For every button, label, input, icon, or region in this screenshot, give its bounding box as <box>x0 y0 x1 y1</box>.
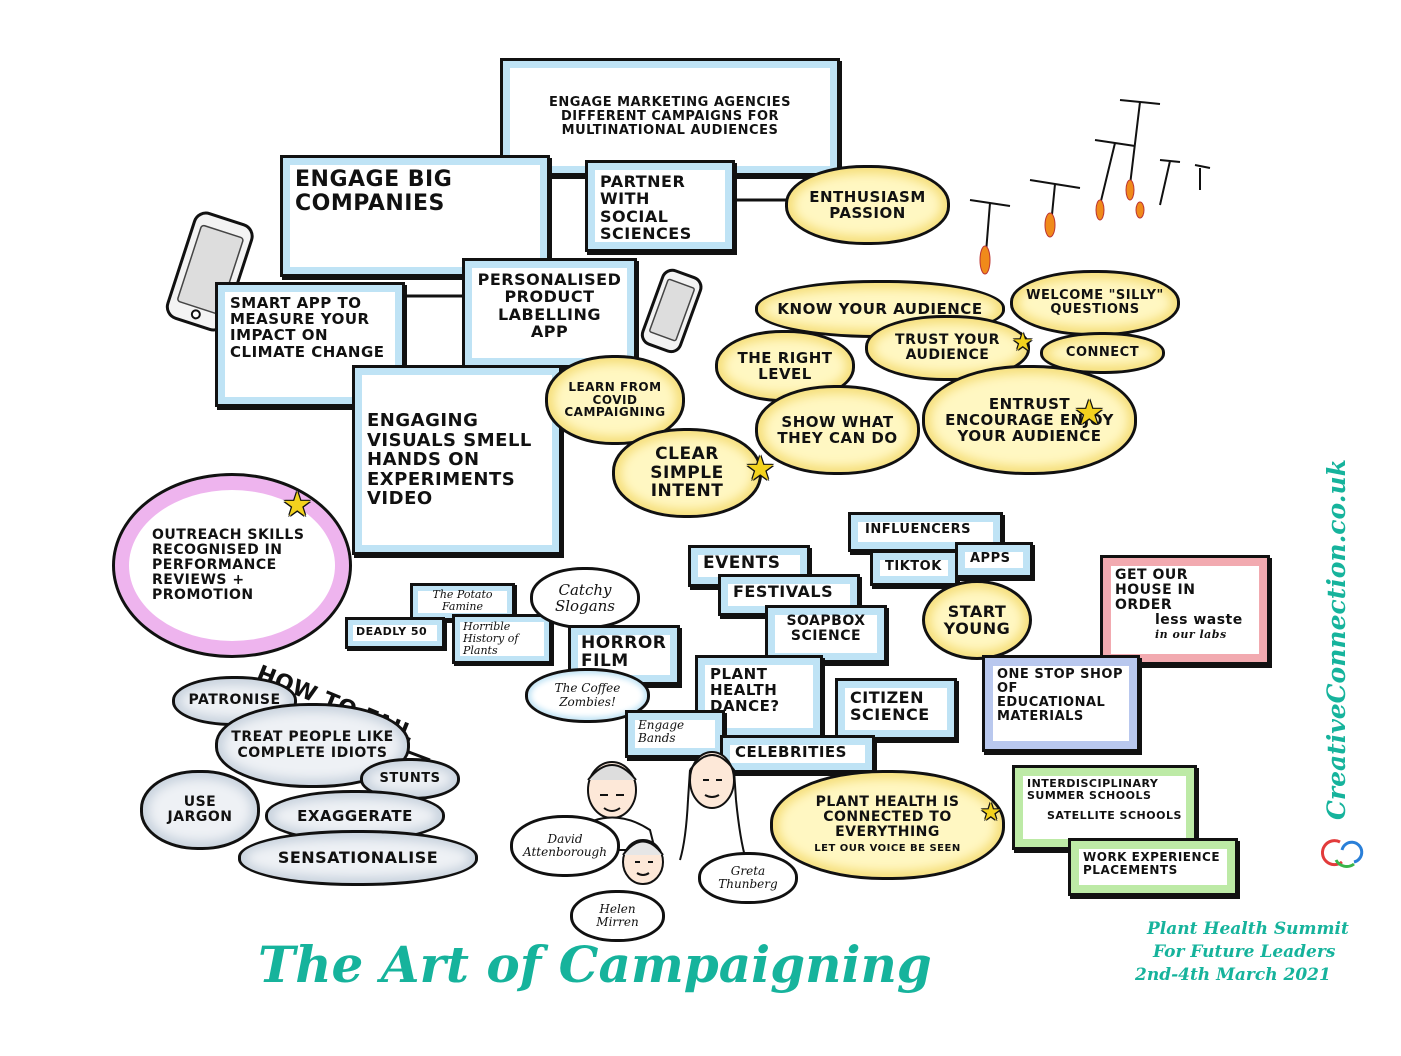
horrible-history-text: Horrible History of Plants <box>463 620 519 658</box>
trust-audience-text: Trust your audience <box>895 331 1000 363</box>
engage-bands-box: Engage Bands <box>625 710 725 758</box>
one-stop-shop-box: One stop shop of educational materials <box>982 655 1140 752</box>
patronise-text: Patronise <box>188 692 281 709</box>
house-order-text: Get our house in order <box>1115 567 1196 614</box>
sensationalise-cloud: Sensationalise <box>238 830 478 886</box>
star-icon: ★ <box>282 485 313 525</box>
clear-intent-text: Clear Simple Intent <box>650 444 724 502</box>
satellite-schools-text: Satellite Schools <box>1047 808 1182 822</box>
everything-main-text: Plant health is connected to everything <box>815 793 960 841</box>
event-line-2: For Future Leaders <box>1153 941 1336 962</box>
david-label: David Attenborough <box>523 831 607 859</box>
show-what-cloud: Show what they can do <box>755 385 920 475</box>
labelling-app-text: Personalised Product Labelling App <box>477 270 622 341</box>
covid-text: Learn from Covid campaigning <box>564 379 666 420</box>
star-icon: ★ <box>1074 393 1105 433</box>
tiktok-box: TikTok <box>870 550 958 586</box>
engage-bands-text: Engage Bands <box>638 718 685 746</box>
work-experience-text: Work experience placements <box>1083 850 1221 877</box>
page-title: The Art of Campaigning <box>258 935 932 994</box>
social-sciences-text: Partner with Social Sciences <box>600 172 692 243</box>
big-companies-text: Engage Big Companies <box>295 167 453 216</box>
celebrities-box: Celebrities <box>720 735 875 773</box>
jargon-cloud: Use Jargon <box>140 770 260 850</box>
everything-sub-text: Let our voice be seen <box>814 843 961 855</box>
celebrities-text: Celebrities <box>735 743 847 761</box>
start-young-cloud: Start Young <box>922 580 1032 660</box>
citizen-science-text: Citizen Science <box>850 688 930 725</box>
enthusiasm-text: Enthusiasm Passion <box>809 187 926 222</box>
outreach-text: Outreach skills recognised in performanc… <box>152 526 305 604</box>
in-labs-text: in our labs <box>1155 627 1227 641</box>
clear-intent-cloud: Clear Simple Intent <box>612 428 762 518</box>
horrible-history-box: Horrible History of Plants <box>452 614 552 664</box>
influencers-text: Influencers <box>865 522 972 537</box>
deadly-50-box: Deadly 50 <box>345 617 445 649</box>
summer-schools-text: Interdisciplinary Summer Schools <box>1027 777 1159 802</box>
star-icon: ★ <box>980 798 1002 826</box>
star-icon: ★ <box>1012 328 1034 356</box>
potato-famine-text: The Potato Famine <box>432 588 493 614</box>
deadly-50-text: Deadly 50 <box>356 625 428 638</box>
catchy-slogans-text: Catchy Slogans <box>554 580 615 615</box>
tiktok-text: TikTok <box>885 559 942 574</box>
welcome-questions-text: Welcome "silly" questions <box>1026 287 1164 317</box>
events-text: Events <box>703 553 781 573</box>
david-label-cloud: David Attenborough <box>510 815 620 877</box>
enthusiasm-cloud: Enthusiasm Passion <box>785 165 950 245</box>
summer-schools-box: Interdisciplinary Summer Schools Satelli… <box>1012 765 1197 850</box>
star-icon: ★ <box>745 449 776 489</box>
know-audience-text: Know your audience <box>777 299 983 318</box>
citizen-science-box: Citizen Science <box>835 678 957 740</box>
one-stop-shop-text: One stop shop of educational materials <box>997 667 1123 725</box>
engaging-visuals-box: Engaging Visuals Smell Hands on experime… <box>352 365 562 555</box>
stunts-text: Stunts <box>379 770 441 786</box>
event-line-3: 2nd-4th March 2021 <box>1135 964 1331 985</box>
outreach-circle: Outreach skills recognised in performanc… <box>112 473 352 658</box>
event-line-1: Plant Health Summit <box>1147 919 1349 939</box>
entrust-text: Entrust Encourage Enjoy your audience <box>945 394 1114 446</box>
right-level-text: The right level <box>737 348 833 383</box>
sensationalise-text: Sensationalise <box>277 848 439 868</box>
connect-cloud: Connect <box>1040 332 1165 374</box>
helen-label: Helen Mirren <box>596 901 639 929</box>
plant-dance-text: Plant Health Dance? <box>710 665 780 716</box>
marketing-agencies-text: Engage Marketing Agencies Different camp… <box>549 94 791 139</box>
house-order-box: Get our house in order less waste in our… <box>1100 555 1270 665</box>
work-experience-box: Work experience placements <box>1068 838 1238 896</box>
marketing-agencies-box: Engage Marketing Agencies Different camp… <box>500 58 840 176</box>
horror-film-text: Horror Film <box>581 633 667 672</box>
coffee-zombies-text: The Coffee Zombies! <box>554 681 621 709</box>
entrust-cloud: Entrust Encourage Enjoy your audience <box>922 365 1137 475</box>
apps-text: Apps <box>970 551 1011 566</box>
apps-box: Apps <box>955 542 1033 578</box>
less-waste-text: less waste <box>1155 612 1243 629</box>
everything-cloud: Plant health is connected to everything … <box>770 770 1005 880</box>
greta-label-cloud: Greta Thunberg <box>698 852 798 904</box>
treat-people-text: Treat people like complete idiots <box>231 729 394 761</box>
soapbox-science-text: Soapbox Science <box>786 613 866 645</box>
connect-text: Connect <box>1065 344 1140 360</box>
soapbox-science-box: Soapbox Science <box>765 605 887 663</box>
big-companies-box: Engage Big Companies <box>280 155 550 277</box>
jargon-text: Use Jargon <box>167 793 233 825</box>
helen-label-cloud: Helen Mirren <box>570 890 665 942</box>
engaging-visuals-text: Engaging Visuals Smell Hands on experime… <box>367 410 532 510</box>
event-info: Plant Health Summit For Future Leaders 2… <box>1135 918 1349 987</box>
social-sciences-box: Partner with Social Sciences <box>585 160 735 252</box>
coffee-zombies-cloud: The Coffee Zombies! <box>525 668 650 723</box>
festivals-text: Festivals <box>733 582 834 601</box>
smart-app-text: Smart App to measure your impact on clim… <box>230 294 385 361</box>
exaggerate-text: Exaggerate <box>297 806 413 825</box>
trust-audience-cloud: Trust your audience <box>865 315 1030 381</box>
greta-label: Greta Thunberg <box>718 863 778 891</box>
show-what-text: Show what they can do <box>777 412 898 447</box>
start-young-text: Start Young <box>943 601 1011 638</box>
